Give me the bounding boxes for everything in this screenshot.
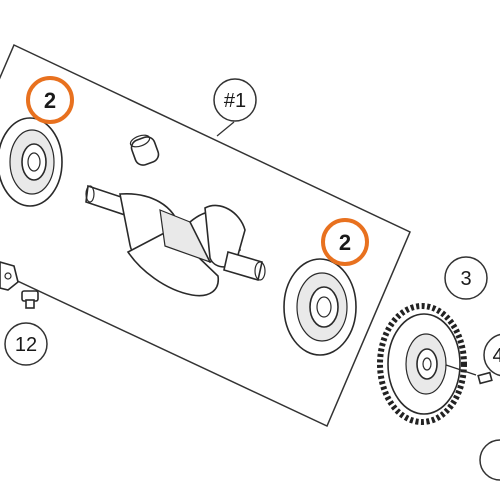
svg-text:3: 3	[460, 268, 471, 290]
callout-bottom-right-partial	[479, 439, 500, 481]
gear	[377, 303, 477, 425]
assembly-leader	[216, 121, 235, 137]
bearing-left	[0, 117, 63, 207]
svg-text:4: 4	[492, 345, 500, 367]
callout-bearing-right[interactable]: 2	[321, 218, 369, 266]
callout-bearing-left[interactable]: 2	[26, 76, 74, 124]
callout-bolt: 12	[4, 322, 48, 366]
svg-text:12: 12	[15, 334, 37, 356]
bearing-right	[283, 258, 357, 356]
callout-right-partial: 4	[483, 333, 500, 377]
svg-text:2: 2	[44, 88, 56, 113]
callout-gear: 3	[444, 256, 488, 300]
key-part	[477, 371, 493, 385]
bolt	[0, 261, 39, 309]
svg-text:2: 2	[339, 230, 351, 255]
pin	[129, 134, 160, 166]
callout-assembly: #1	[213, 78, 257, 122]
svg-text:#1: #1	[224, 90, 246, 112]
crankshaft	[85, 184, 266, 297]
assembly-frame	[0, 43, 411, 428]
